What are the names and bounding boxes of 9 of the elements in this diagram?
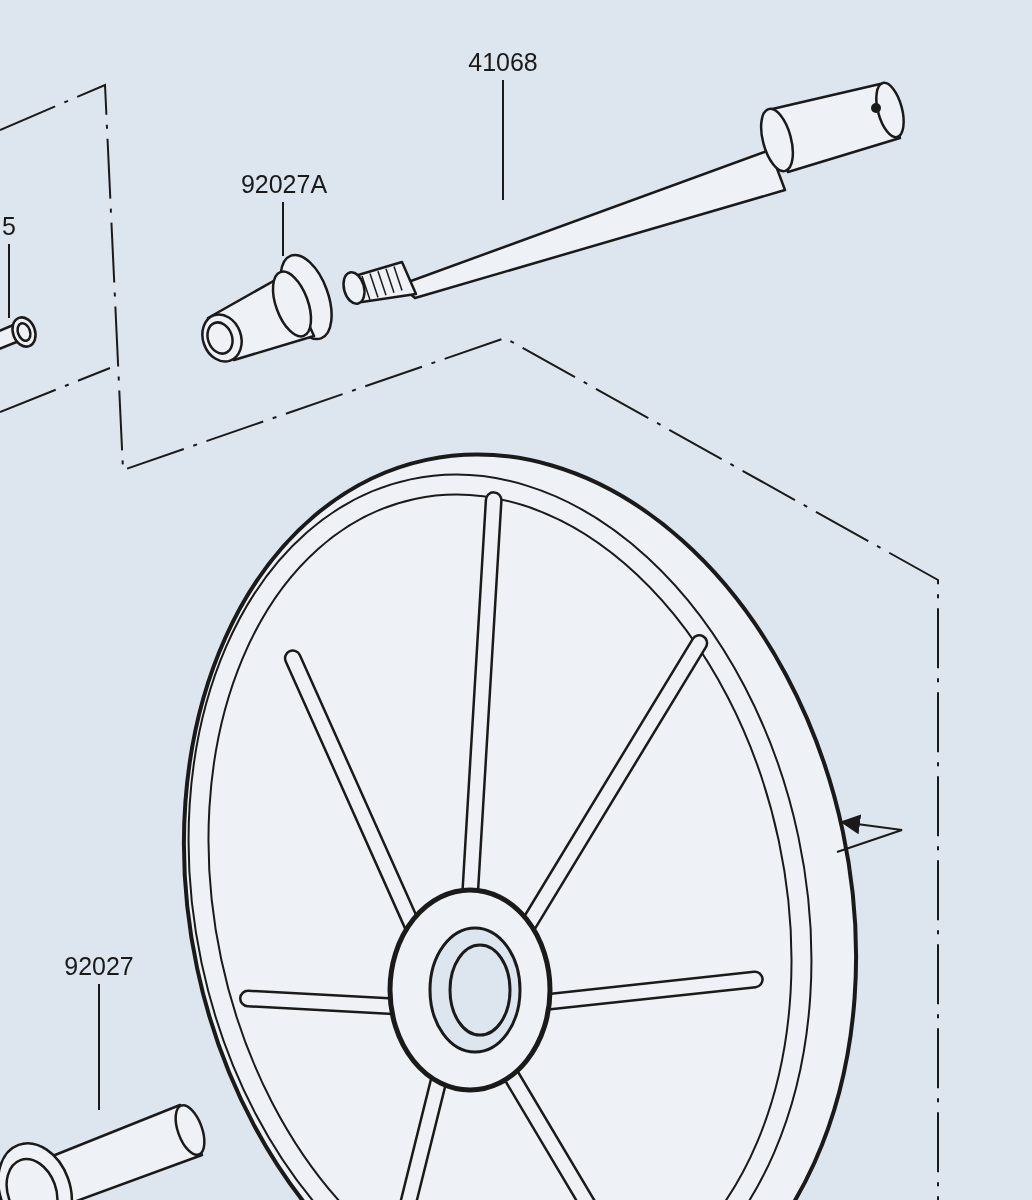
leader-line bbox=[98, 983, 100, 1111]
leader-line bbox=[502, 79, 504, 201]
callout-number: 92027A bbox=[222, 172, 346, 197]
callout-number: 92027 bbox=[40, 954, 158, 979]
axle-drawing bbox=[340, 80, 905, 302]
callout-number: 5 bbox=[1, 214, 17, 239]
leader-line bbox=[8, 243, 10, 319]
callout-number: 41068 bbox=[451, 50, 555, 75]
leader-line bbox=[282, 201, 284, 257]
